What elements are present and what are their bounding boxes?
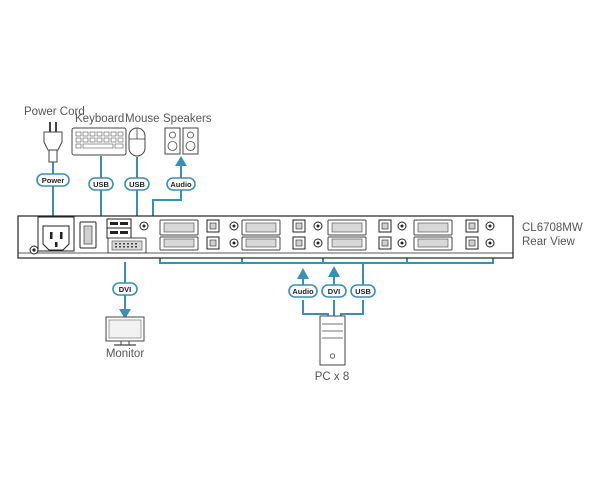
pc-port-group-1	[159, 219, 239, 236]
pill-keyboard-usb-text: USB	[93, 180, 109, 189]
speakers-label: Speakers	[163, 113, 212, 125]
pc-audio-arrowhead	[297, 268, 309, 279]
pill-mouse-usb-text: USB	[129, 180, 145, 189]
pill-keyboard-usb: USB	[88, 177, 114, 191]
pc-audio-wire	[302, 300, 329, 316]
pill-power: Power	[36, 173, 70, 187]
ground-screw	[29, 245, 39, 255]
pill-power-text: Power	[42, 176, 65, 185]
pc-port-group-7	[327, 236, 407, 251]
pill-monitor-dvi: DVI	[112, 282, 138, 296]
monitor-arrowhead	[119, 309, 131, 319]
pill-speakers-audio-text: Audio	[170, 180, 192, 189]
pc-port-group-8	[413, 236, 495, 251]
pc-usb-wire	[340, 300, 364, 316]
unit-view-label: Rear View	[522, 236, 576, 248]
pill-mouse-usb: USB	[124, 177, 150, 191]
pc-port-group-2	[241, 219, 323, 236]
power-plug-icon	[43, 122, 63, 163]
pill-pc-audio: Audio	[288, 284, 318, 298]
mouse-label: Mouse	[125, 113, 160, 125]
keyboard-label: Keyboard	[75, 113, 124, 125]
pill-pc-usb-text: USB	[355, 287, 371, 296]
pc-tower-icon	[319, 315, 346, 366]
pill-speakers-audio: Audio	[166, 177, 196, 191]
pc-dvi-arrowhead	[328, 266, 340, 277]
monitor-label: Monitor	[106, 348, 145, 360]
pc-port-group-4	[413, 219, 495, 236]
pc-port-group-6	[241, 236, 323, 251]
console-usb-ports	[106, 218, 132, 239]
console-dvi-port	[107, 237, 147, 254]
pc-port-group-5	[159, 236, 239, 251]
kvm-rear-panel	[17, 215, 514, 259]
power-inlet	[37, 216, 75, 252]
console-audio-jack	[139, 221, 149, 231]
pill-monitor-dvi-text: DVI	[119, 285, 132, 294]
speakers-icon	[164, 127, 199, 155]
pill-pc-audio-text: Audio	[292, 287, 314, 296]
mouse-icon	[128, 127, 146, 157]
arrowheads	[119, 156, 340, 319]
pc-label: PC x 8	[315, 371, 350, 383]
speakers-arrowhead	[175, 156, 187, 166]
power-switch	[79, 221, 97, 249]
pill-pc-usb: USB	[350, 284, 376, 298]
pill-pc-dvi: DVI	[321, 284, 347, 298]
power-cord-label: Power Cord	[24, 106, 85, 118]
keyboard-icon	[71, 127, 127, 156]
pill-pc-dvi-text: DVI	[328, 287, 341, 296]
pc-port-group-3	[327, 219, 407, 236]
monitor-icon	[105, 316, 145, 346]
unit-model-label: CL6708MW	[522, 222, 583, 234]
speakers-wire	[152, 166, 182, 222]
